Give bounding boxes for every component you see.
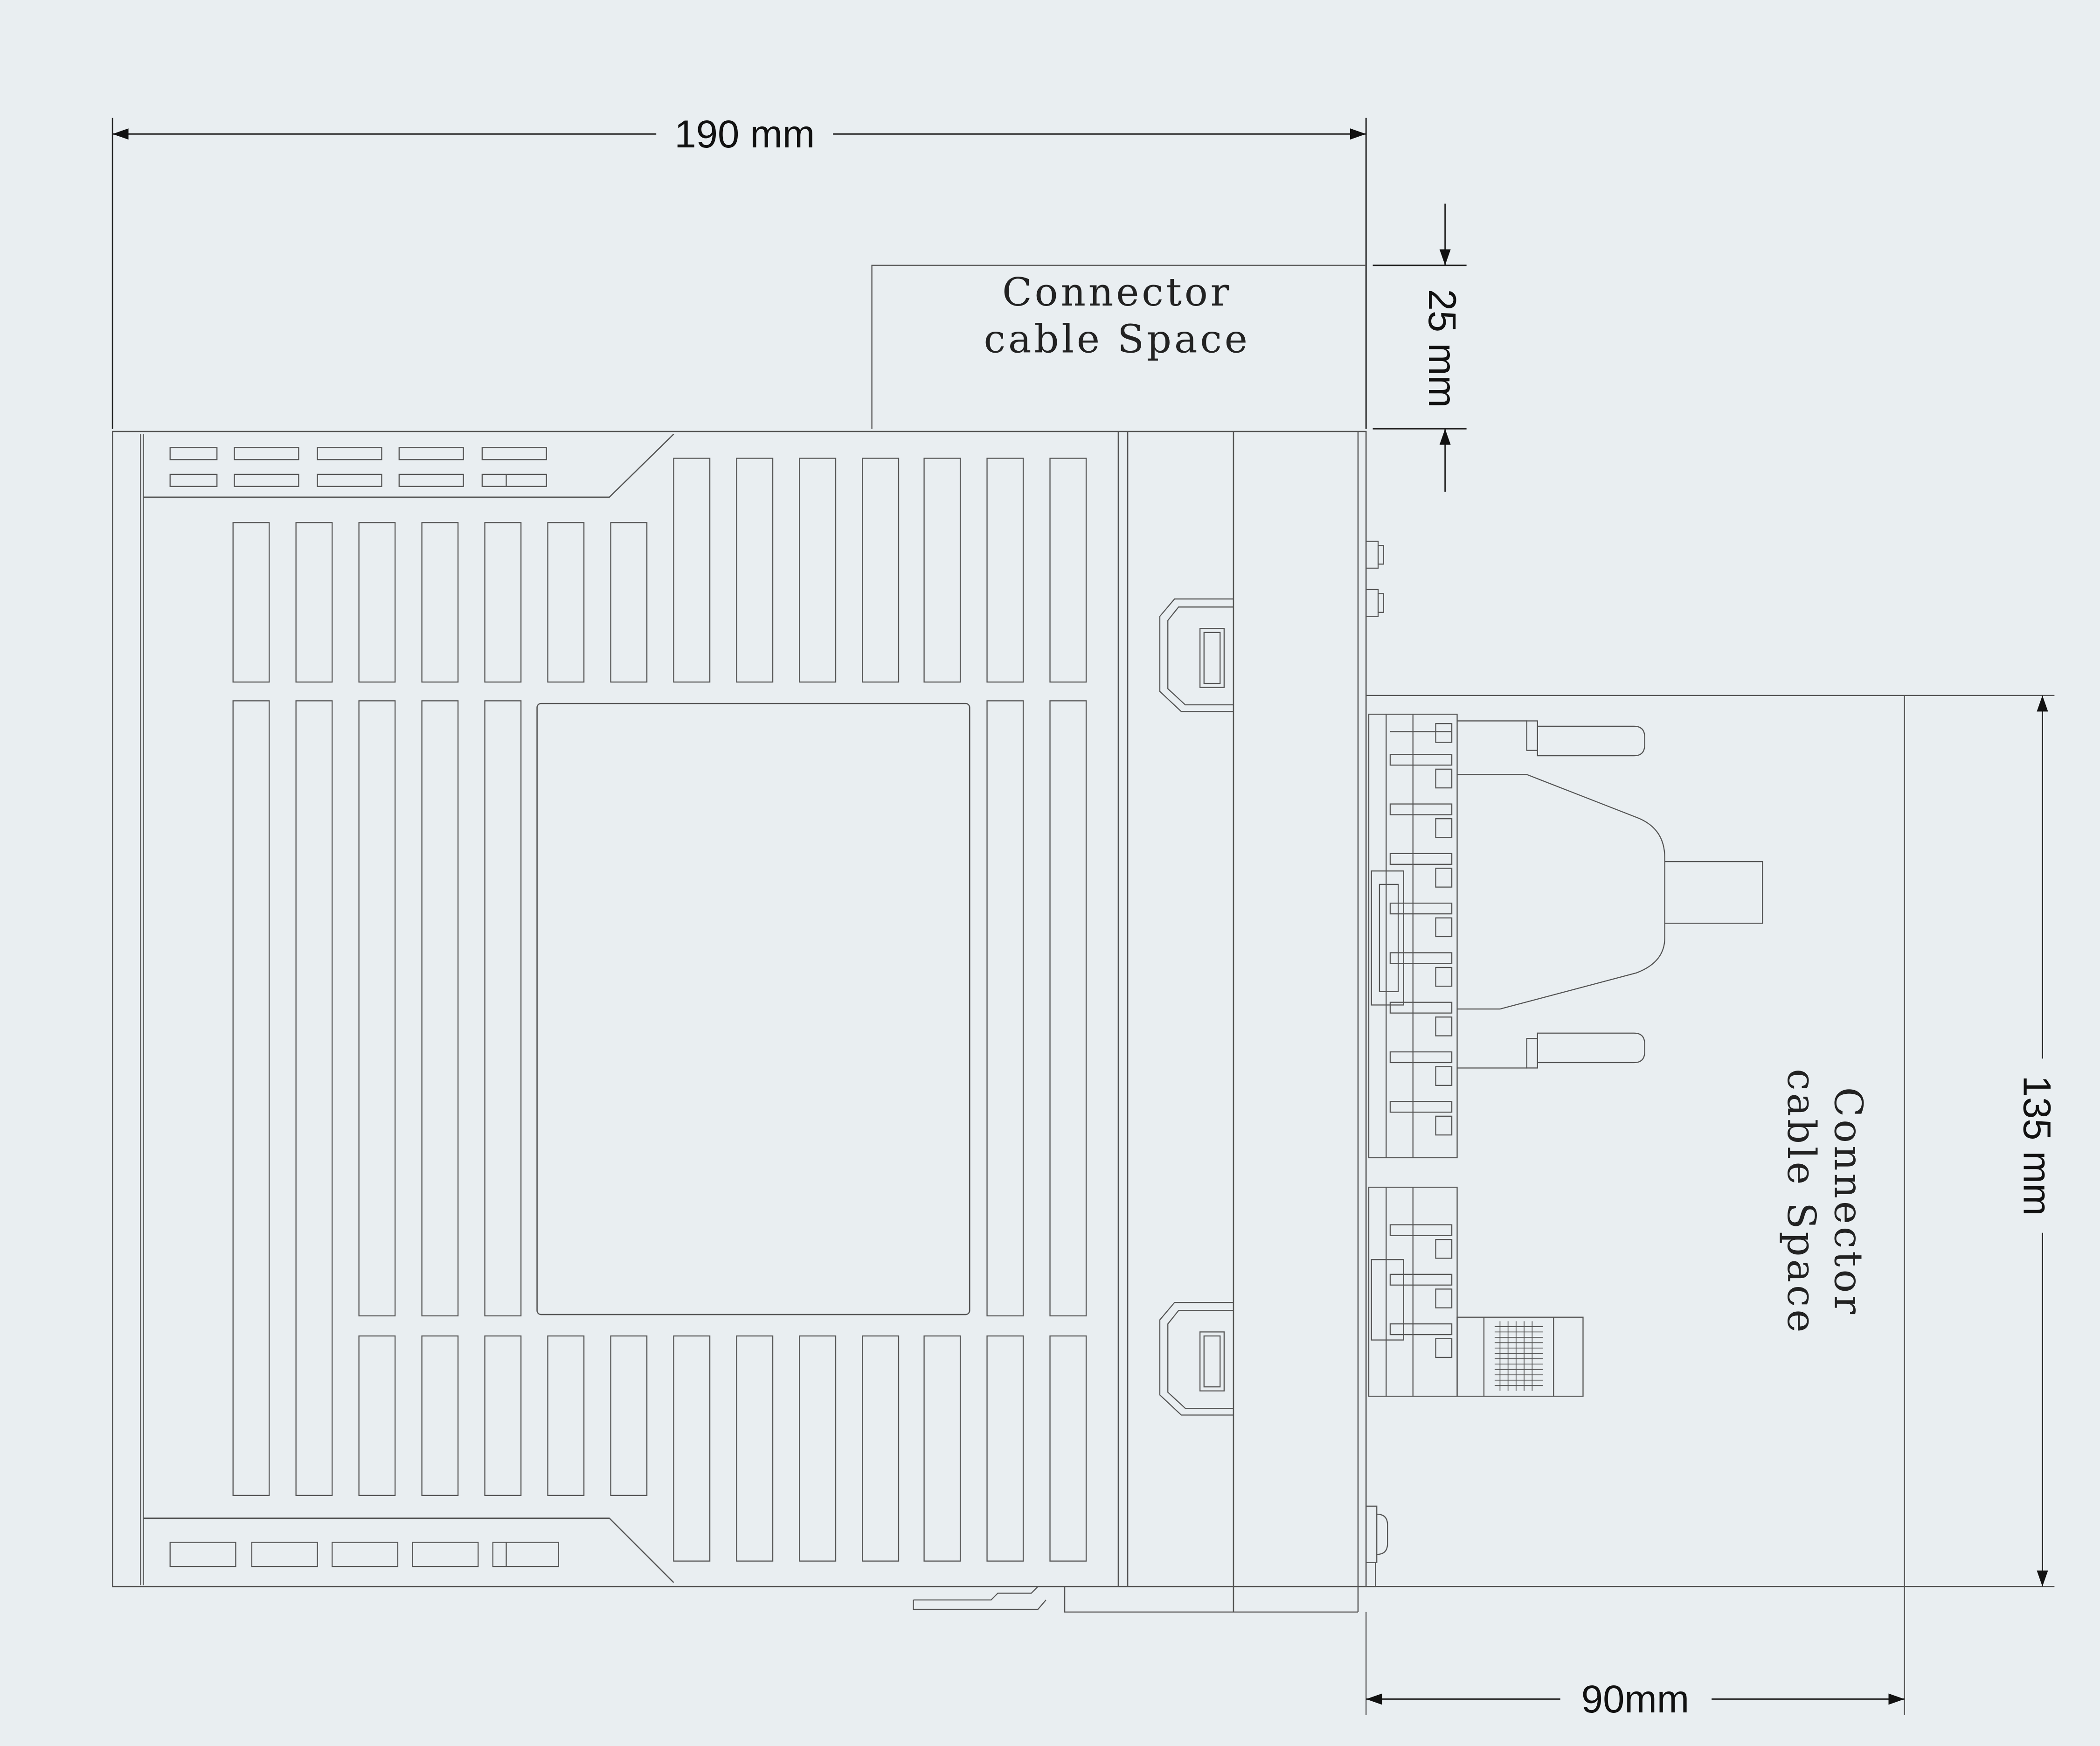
dimension-top-clearance-label: 25 mm xyxy=(1421,289,1464,408)
dimension-side-clearance-label: 90mm xyxy=(1581,1677,1689,1721)
dimension-side-height-label: 135 mm xyxy=(2015,1076,2058,1216)
dimension-top-clearance xyxy=(1372,203,1467,492)
servo-drive-body xyxy=(111,431,1367,1612)
mounting-clips xyxy=(1159,598,1234,1416)
label-panel xyxy=(536,703,970,1315)
dimension-width-label: 190 mm xyxy=(674,112,815,156)
side-cable-space-label-line2: cable Space xyxy=(1779,1069,1824,1335)
top-cable-space-label-line1: Connector xyxy=(1002,270,1232,315)
side-cable-space-label-line1: Connector xyxy=(1825,1087,1871,1317)
side-knobs xyxy=(1365,541,1388,1587)
side-cable-space-outline xyxy=(1365,695,2055,1715)
secondary-connector xyxy=(1368,1186,1584,1397)
ventilation-slots xyxy=(232,458,1087,1562)
bottom-small-vents xyxy=(169,1542,559,1567)
bottom-rail xyxy=(913,1586,1358,1613)
main-connector xyxy=(1368,713,1763,1159)
top-small-vents xyxy=(169,447,547,487)
top-cable-space-label-line2: cable Space xyxy=(984,316,1250,362)
dimension-width xyxy=(111,118,1367,429)
top-cable-space-outline xyxy=(871,264,1366,429)
